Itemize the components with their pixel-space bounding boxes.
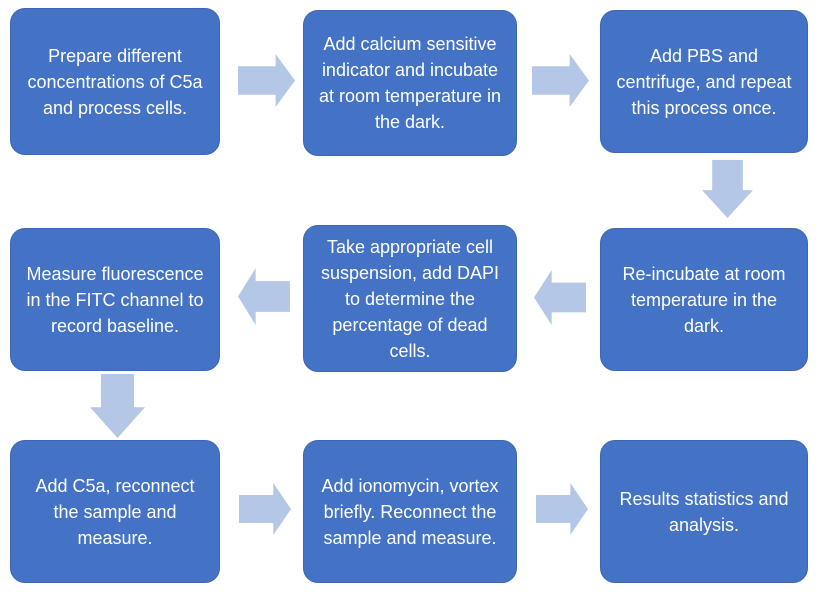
step-box-2: Add calcium sensitive indicator and incu… [303, 10, 517, 156]
step-box-4: Re-incubate at room temperature in the d… [600, 228, 808, 371]
step-text-7: Add C5a, reconnect the sample and measur… [35, 475, 195, 548]
arrow-left-icon [238, 268, 290, 325]
step-text-2: Add calcium sensitive indicator and incu… [318, 34, 502, 132]
arrow-down-icon [90, 374, 145, 438]
step-box-9: Results statistics and analysis. [600, 440, 808, 583]
arrow-right-icon [532, 54, 589, 107]
step-text-9: Results statistics and analysis. [619, 488, 789, 535]
arrow-right-icon [536, 483, 588, 535]
step-box-7: Add C5a, reconnect the sample and measur… [10, 440, 220, 583]
arrow-right-icon [239, 483, 291, 535]
step-text-4: Re-incubate at room temperature in the d… [622, 263, 786, 336]
step-box-6: Measure fluorescence in the FITC channel… [10, 228, 220, 371]
step-text-1: Prepare different concentrations of C5a … [27, 45, 203, 118]
step-box-5: Take appropriate cell suspension, add DA… [303, 225, 517, 372]
step-box-1: Prepare different concentrations of C5a … [10, 8, 220, 155]
step-text-6: Measure fluorescence in the FITC channel… [26, 263, 204, 336]
step-box-3: Add PBS and centrifuge, and repeat this … [600, 10, 808, 153]
step-box-8: Add ionomycin, vortex briefly. Reconnect… [303, 440, 517, 583]
arrow-right-icon [238, 54, 295, 107]
step-text-3: Add PBS and centrifuge, and repeat this … [616, 45, 792, 118]
arrow-left-icon [534, 270, 586, 325]
step-text-5: Take appropriate cell suspension, add DA… [320, 236, 500, 361]
step-text-8: Add ionomycin, vortex briefly. Reconnect… [321, 475, 499, 548]
arrow-down-icon [702, 160, 753, 218]
